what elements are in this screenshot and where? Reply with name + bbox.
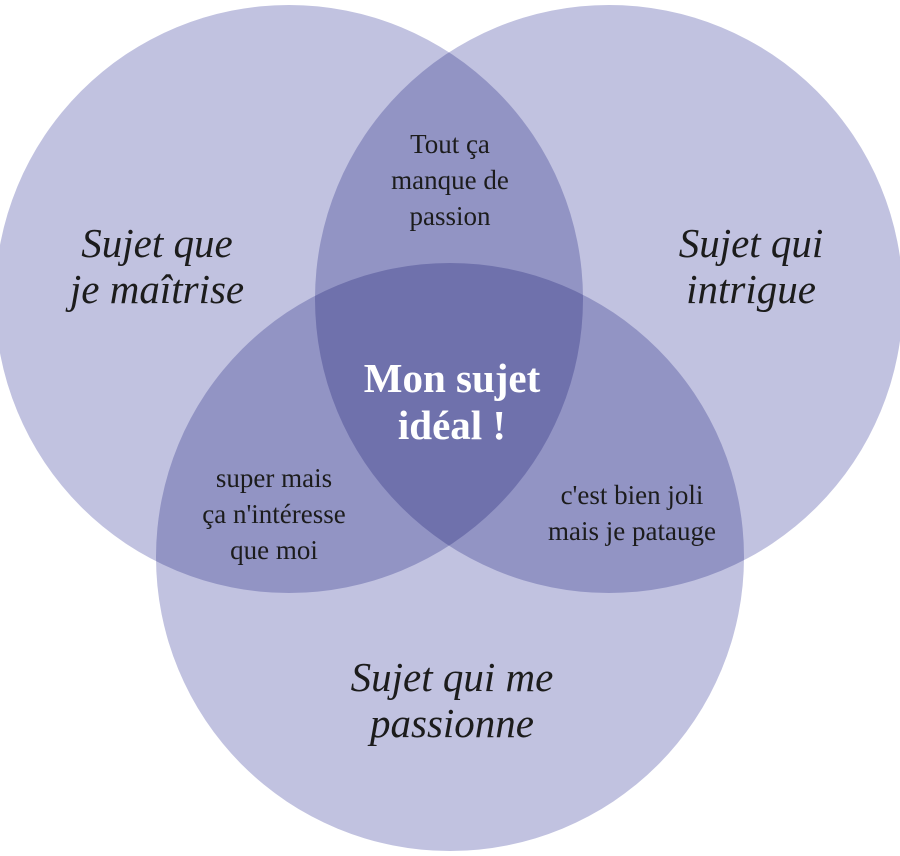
intersection-label-left-line3: que moi [230,535,318,565]
intersection-label-left-line2: ça n'intéresse [202,499,346,529]
intersection-label-left-line1: super mais [215,463,333,493]
intersection-label-right-line2: mais je patauge [548,516,716,546]
set-label-intrigue: Sujet qui intrigue [679,220,824,312]
set-label-maitrise: Sujet que je maîtrise [70,220,244,312]
center-label-line2: idéal ! [397,402,507,448]
intersection-label-top: Tout ça manque de passion [391,126,509,234]
set-label-maitrise-line2: je maîtrise [69,266,245,312]
intersection-label-left: super mais ça n'intéresse que moi [202,460,346,568]
center-label: Mon sujet idéal ! [364,355,541,449]
set-label-intrigue-line2: intrigue [686,266,816,312]
intersection-label-right: c'est bien joli mais je patauge [548,477,716,549]
set-label-passionne: Sujet qui me passionne [351,654,554,746]
venn-circle-passionne [156,263,744,851]
intersection-label-right-line1: c'est bien joli [560,480,704,510]
intersection-label-top-line3: passion [409,201,491,231]
set-label-passionne-line1: Sujet qui me [350,654,554,700]
set-label-passionne-line2: passionne [370,700,534,746]
set-label-intrigue-line1: Sujet qui [678,220,824,266]
intersection-label-top-line1: Tout ça [410,129,490,159]
intersection-label-top-line2: manque de [391,165,509,195]
set-label-maitrise-line1: Sujet que [81,220,233,266]
center-label-line1: Mon sujet [363,355,541,401]
